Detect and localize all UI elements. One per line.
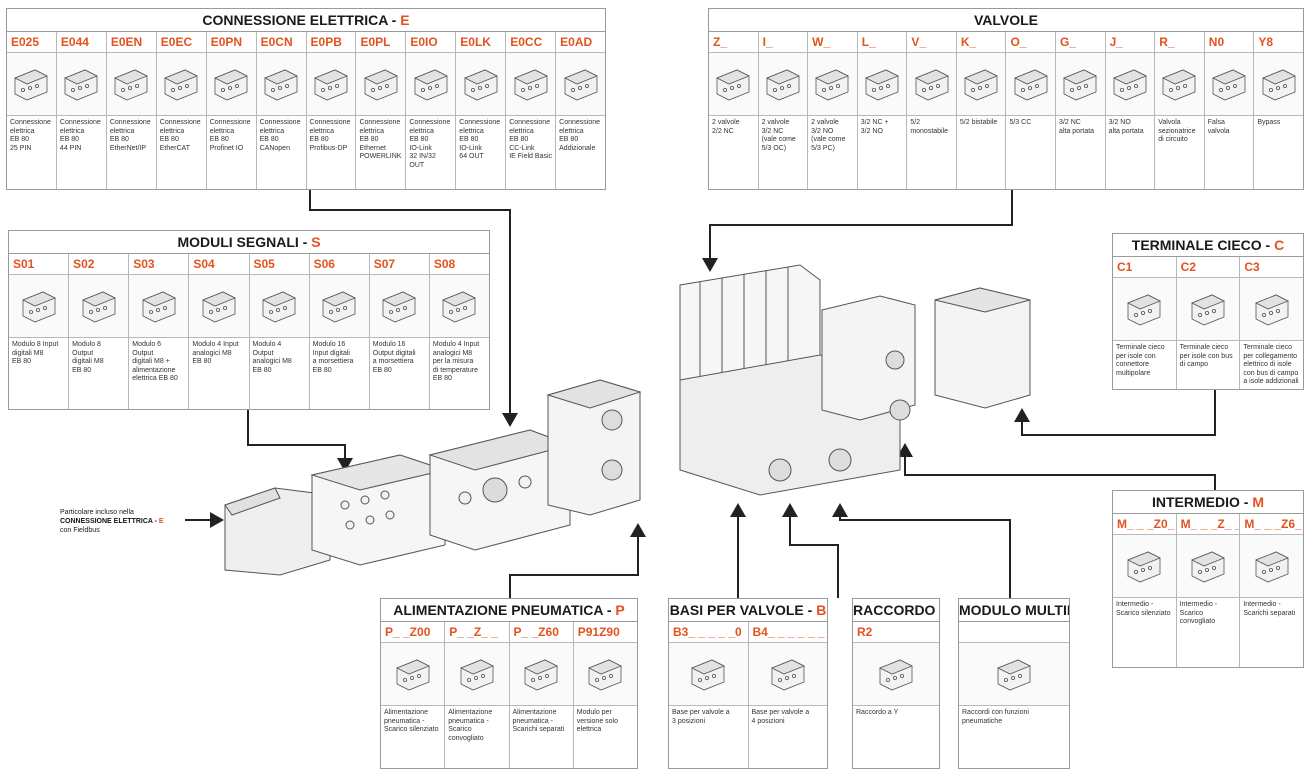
intermediate-module-part [822, 296, 915, 420]
signal-module-part [312, 455, 445, 565]
endplate-part [548, 380, 640, 515]
blind-terminal-part [935, 288, 1030, 408]
